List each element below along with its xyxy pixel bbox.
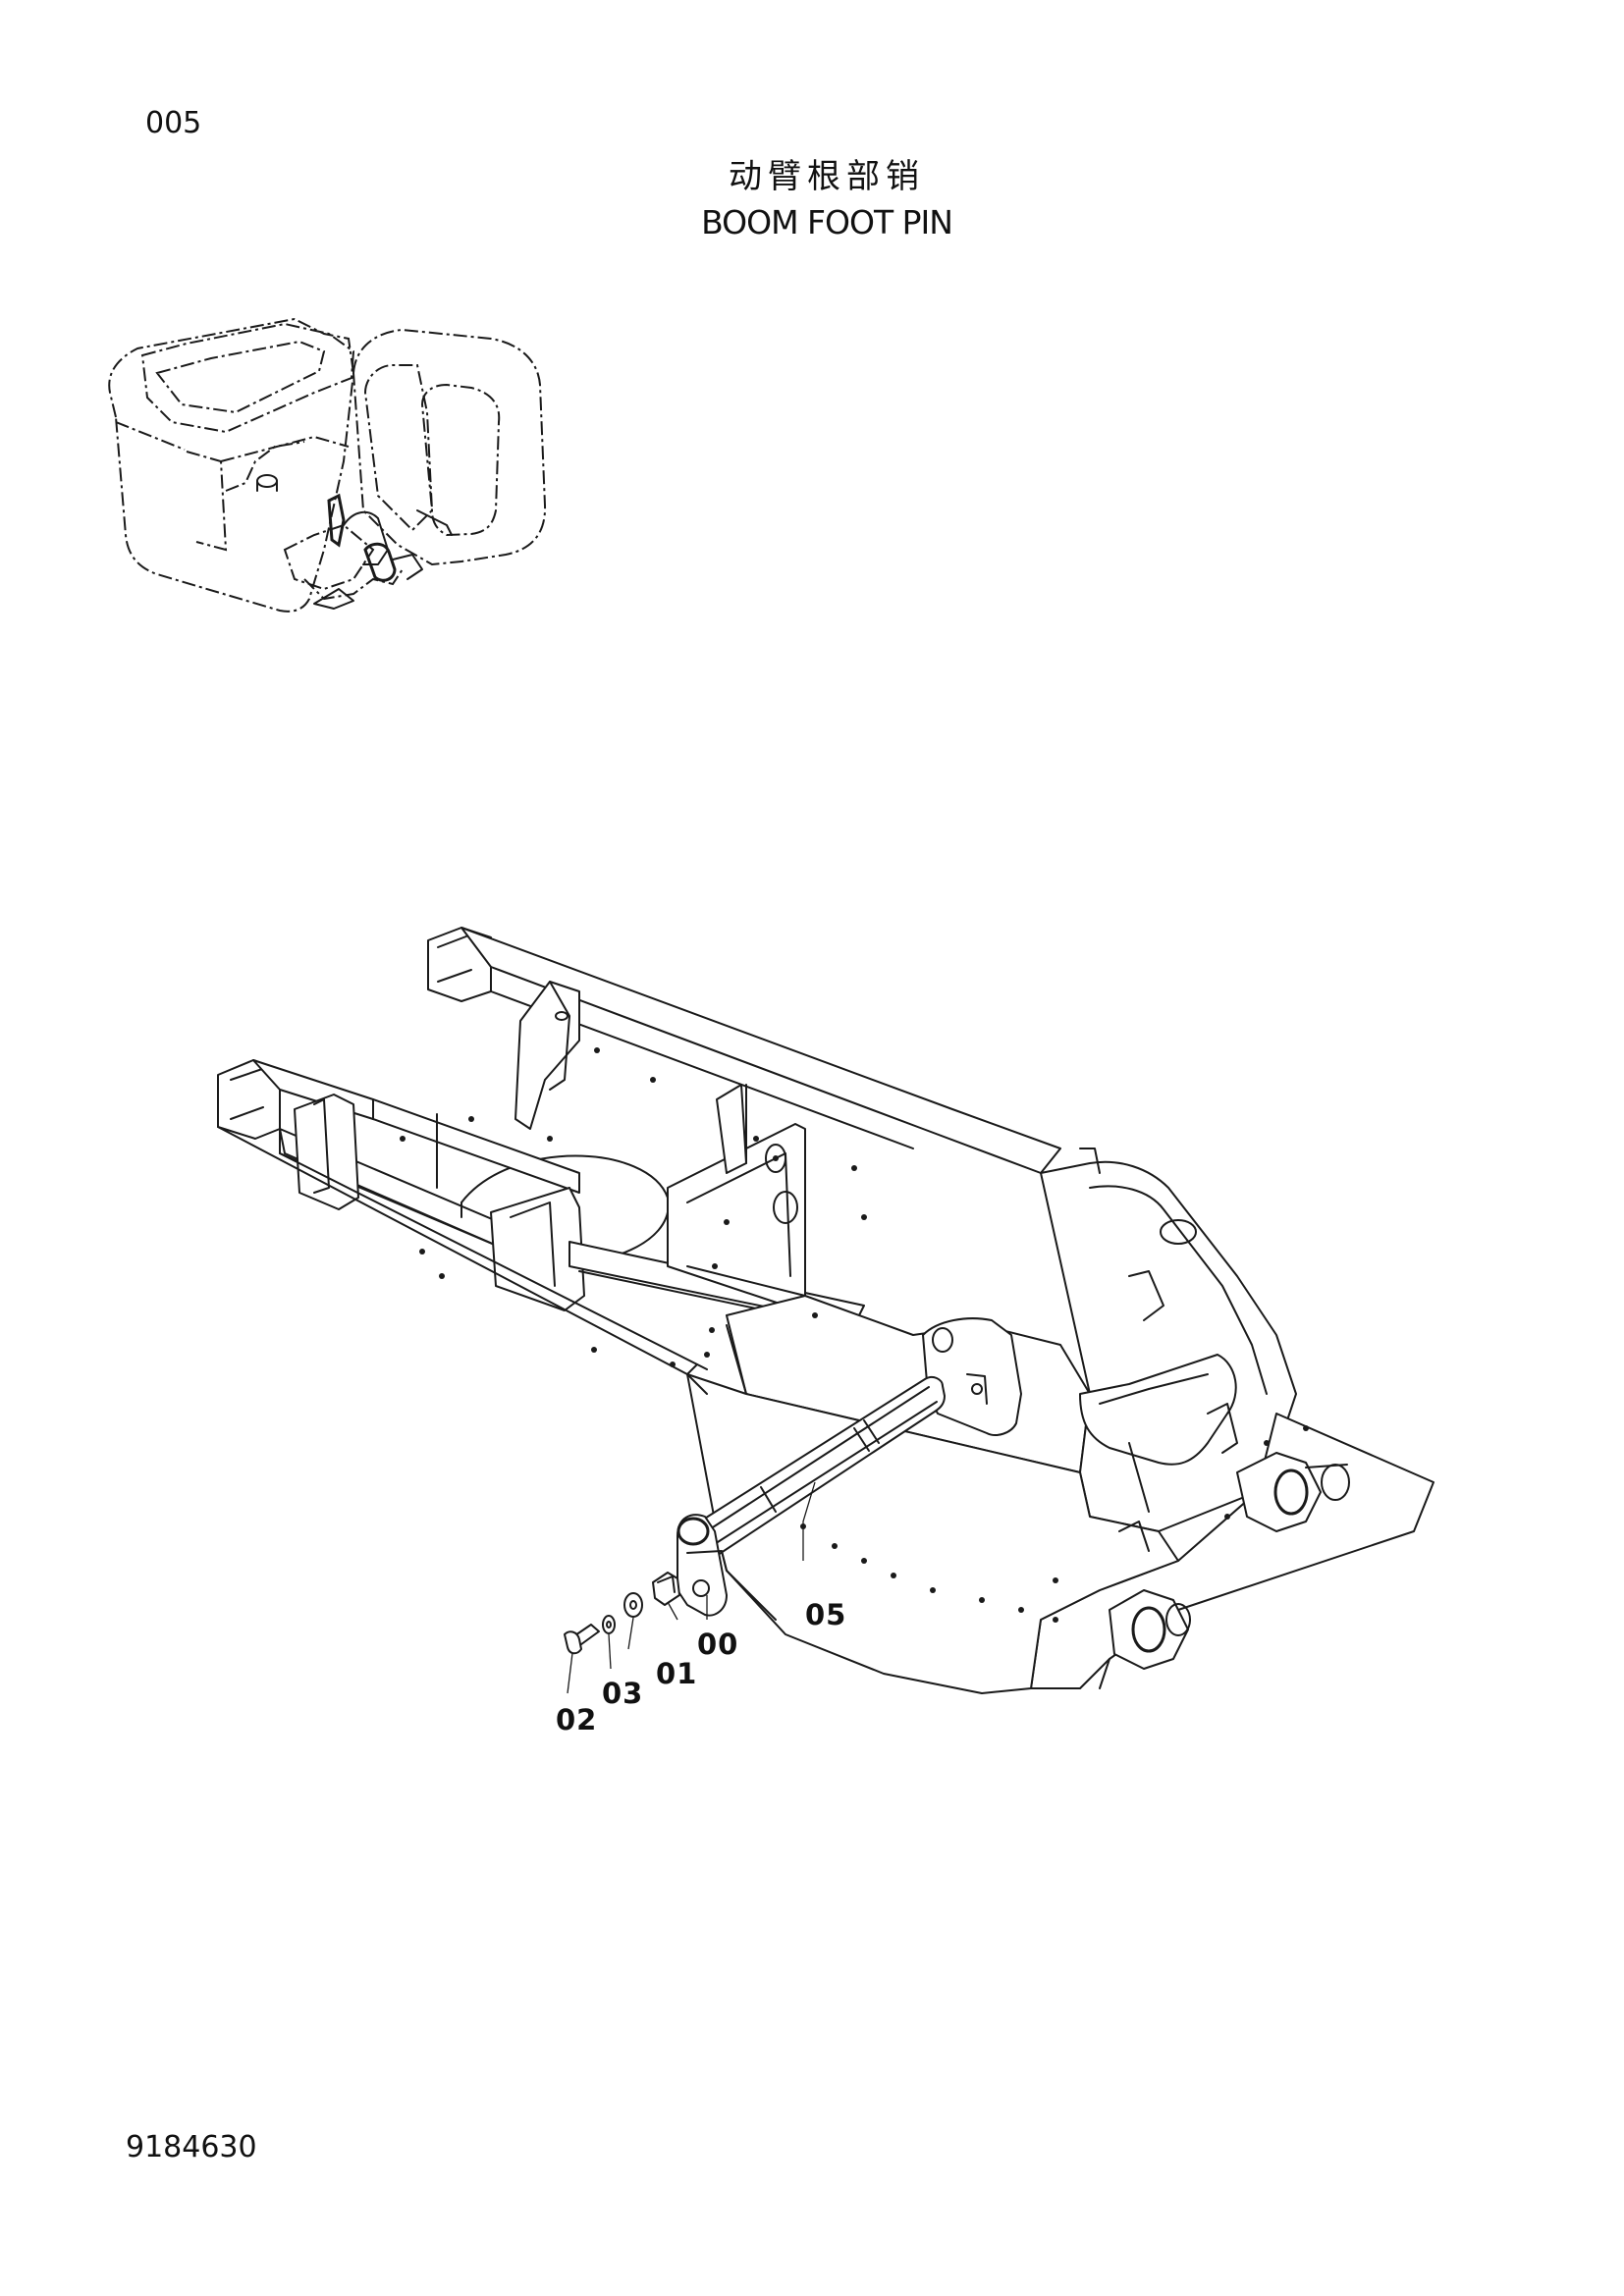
- callout-01: 01: [656, 1657, 698, 1690]
- left-pin-boss: [1109, 1589, 1191, 1670]
- page-number: 005: [145, 106, 202, 140]
- excavator-overview-illustration: [108, 317, 547, 613]
- boom-foot-pin: [677, 1376, 946, 1617]
- spring-washer-part: [602, 1615, 616, 1634]
- callout-03: 03: [602, 1677, 644, 1710]
- lock-plate-part: [652, 1572, 680, 1606]
- title-chinese: 动臂根部销: [729, 157, 925, 196]
- fasteners-group: [564, 1572, 680, 1655]
- callout-05: 05: [805, 1598, 847, 1631]
- callout-02: 02: [556, 1703, 598, 1736]
- callout-00: 00: [697, 1628, 739, 1661]
- leader-lines: [567, 1481, 816, 1694]
- right-pin-boss: [1236, 1452, 1350, 1532]
- title-english: BOOM FOOT PIN: [701, 203, 953, 241]
- washer-part: [623, 1592, 643, 1618]
- upperstructure-frame-illustration: [217, 927, 1435, 1694]
- document-number: 9184630: [126, 2130, 257, 2164]
